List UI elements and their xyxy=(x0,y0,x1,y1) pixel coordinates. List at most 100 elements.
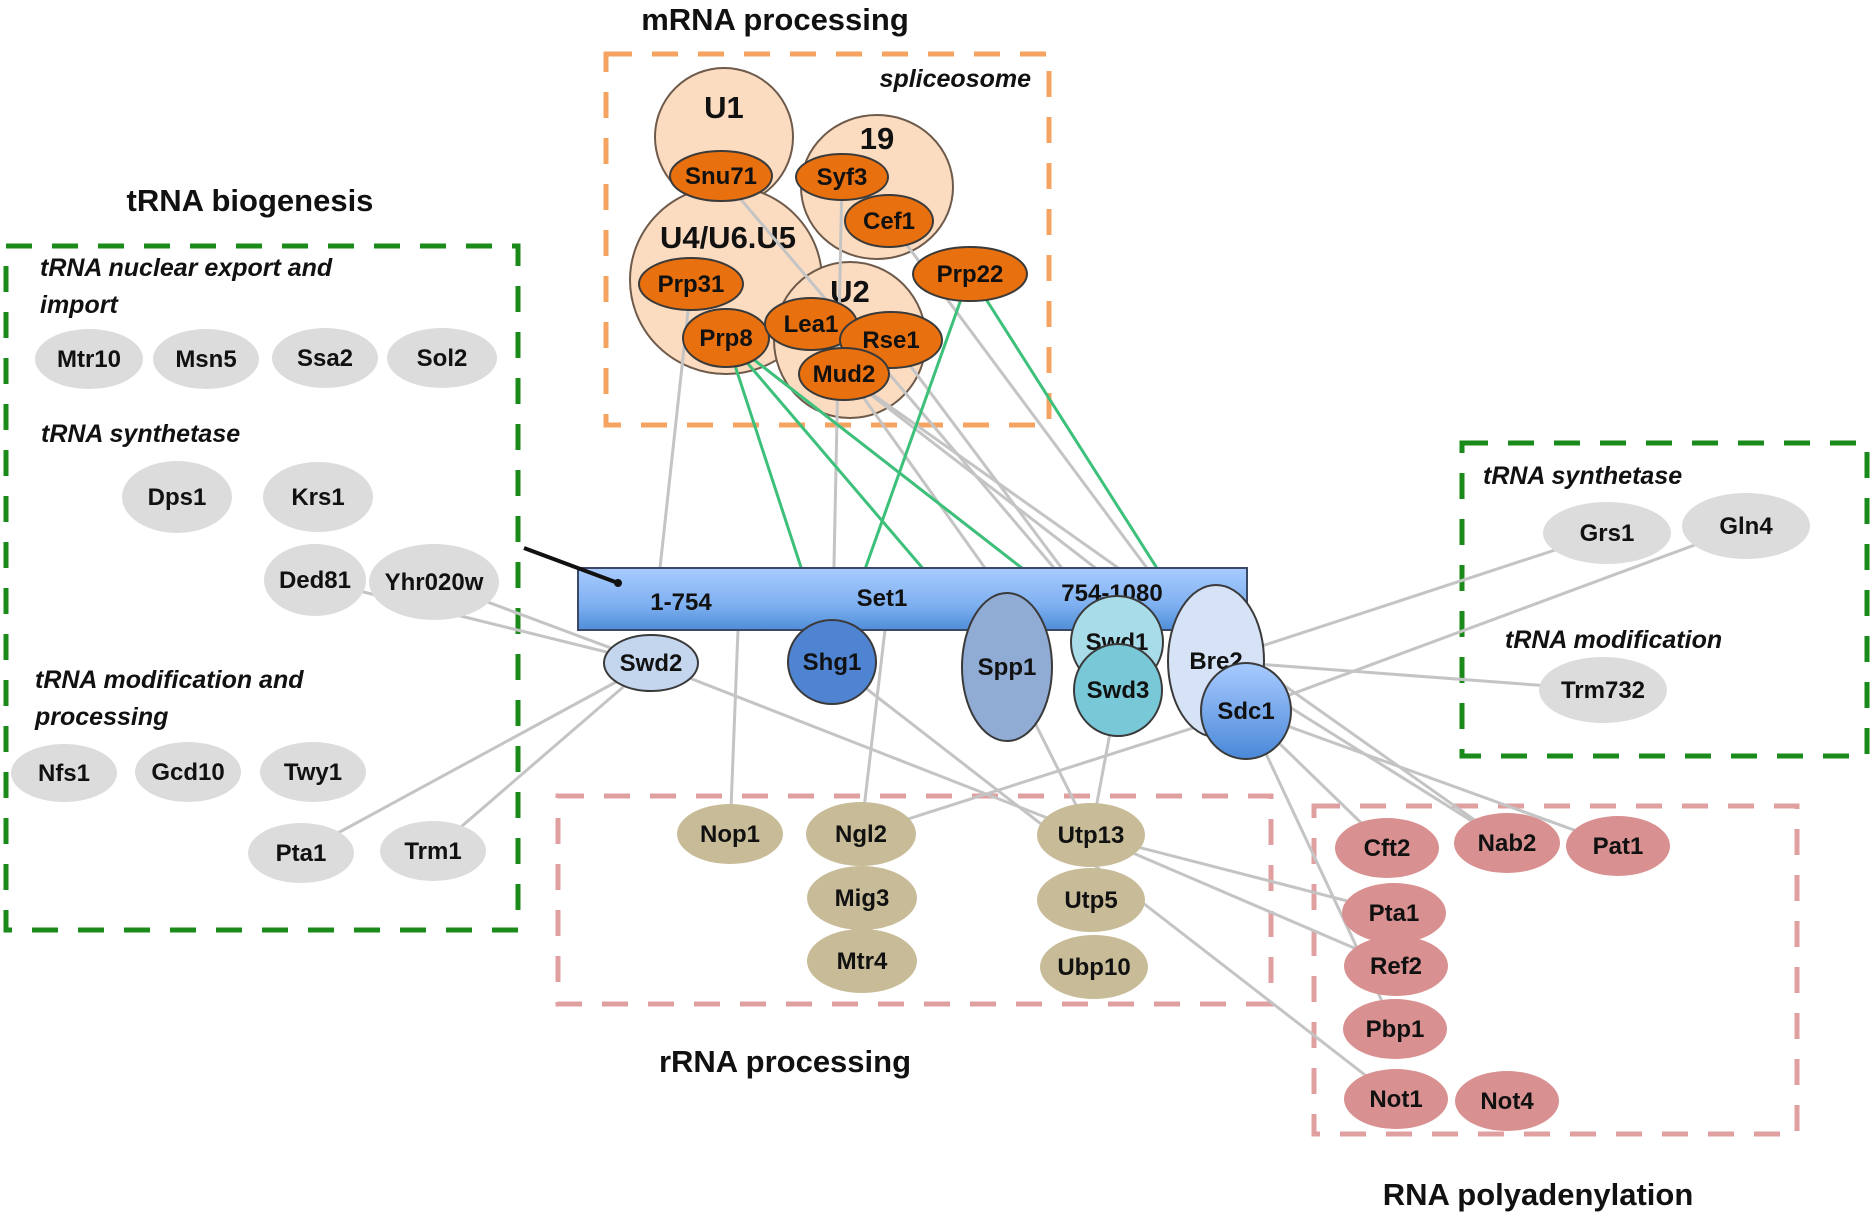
node-prp22-shape[interactable] xyxy=(912,246,1028,302)
node-pta1b-shape[interactable] xyxy=(1342,883,1446,943)
node-nop1-shape[interactable] xyxy=(677,804,783,864)
node-trm1-shape[interactable] xyxy=(380,821,486,881)
node-sdc1-shape[interactable] xyxy=(1200,662,1292,760)
node-spp1-shape[interactable] xyxy=(961,592,1053,742)
node-mig3[interactable]: Mig3 xyxy=(807,866,917,930)
node-dps1[interactable]: Dps1 xyxy=(122,461,232,533)
node-sol2-shape[interactable] xyxy=(387,328,497,388)
node-nab2[interactable]: Nab2 xyxy=(1454,813,1560,873)
node-nop1[interactable]: Nop1 xyxy=(677,804,783,864)
node-cef1[interactable]: Cef1 xyxy=(844,194,934,248)
trna-modification-label-line2: processing xyxy=(34,703,168,731)
node-twy1-shape[interactable] xyxy=(260,742,366,802)
node-not1[interactable]: Not1 xyxy=(1344,1069,1448,1129)
node-pta1a[interactable]: Pta1 xyxy=(248,823,354,883)
node-nfs1[interactable]: Nfs1 xyxy=(11,744,117,802)
node-msn5[interactable]: Msn5 xyxy=(153,329,259,389)
node-cft2[interactable]: Cft2 xyxy=(1335,818,1439,878)
node-snu71[interactable]: Snu71 xyxy=(669,150,773,202)
node-trm732-shape[interactable] xyxy=(1539,657,1667,723)
node-gcd10-shape[interactable] xyxy=(135,742,241,802)
node-ngl2-shape[interactable] xyxy=(806,802,916,866)
node-mud2-shape[interactable] xyxy=(798,347,890,401)
node-utp5[interactable]: Utp5 xyxy=(1037,868,1145,932)
trna-modification-right-label: tRNA modification xyxy=(1505,626,1722,654)
node-pbp1-shape[interactable] xyxy=(1343,999,1447,1059)
node-prp8[interactable]: Prp8 xyxy=(682,308,770,368)
node-snu71-shape[interactable] xyxy=(669,150,773,202)
node-mtr10[interactable]: Mtr10 xyxy=(35,329,143,389)
set1-pointer-dot xyxy=(614,579,622,587)
node-not1-shape[interactable] xyxy=(1344,1069,1448,1129)
node-swd3[interactable]: Swd3 xyxy=(1073,643,1163,737)
node-grs1[interactable]: Grs1 xyxy=(1543,502,1671,564)
node-lea1[interactable]: Lea1 xyxy=(764,297,858,351)
node-nab2-shape[interactable] xyxy=(1454,813,1560,873)
node-twy1[interactable]: Twy1 xyxy=(260,742,366,802)
node-cef1-shape[interactable] xyxy=(844,194,934,248)
node-mtr4-shape[interactable] xyxy=(807,929,917,993)
node-spp1[interactable]: Spp1 xyxy=(961,592,1053,742)
node-syf3-shape[interactable] xyxy=(795,153,889,201)
node-mtr10-shape[interactable] xyxy=(35,329,143,389)
node-sol2-label: Sol2 xyxy=(417,345,468,372)
node-pat1-shape[interactable] xyxy=(1566,816,1670,876)
node-not4-shape[interactable] xyxy=(1455,1071,1559,1131)
edge-ngl2-sdc1 xyxy=(860,709,1247,836)
node-gcd10[interactable]: Gcd10 xyxy=(135,742,241,802)
node-swd2[interactable]: Swd2 xyxy=(603,634,699,692)
node-ngl2[interactable]: Ngl2 xyxy=(806,802,916,866)
node-sol2[interactable]: Sol2 xyxy=(387,328,497,388)
node-swd3-shape[interactable] xyxy=(1073,643,1163,737)
node-utp5-shape[interactable] xyxy=(1037,868,1145,932)
node-gln4-shape[interactable] xyxy=(1682,493,1810,559)
node-nfs1-shape[interactable] xyxy=(11,744,117,802)
node-syf3[interactable]: Syf3 xyxy=(795,153,889,201)
node-ref2[interactable]: Ref2 xyxy=(1344,936,1448,996)
node-ssa2-label: Ssa2 xyxy=(297,345,353,372)
node-prp31-shape[interactable] xyxy=(638,257,744,311)
node-ubp10-shape[interactable] xyxy=(1040,935,1148,999)
node-pat1[interactable]: Pat1 xyxy=(1566,816,1670,876)
node-trm732[interactable]: Trm732 xyxy=(1539,657,1667,723)
node-sdc1-label: Sdc1 xyxy=(1217,698,1274,725)
node-sdc1[interactable]: Sdc1 xyxy=(1200,662,1292,760)
node-yhr020w[interactable]: Yhr020w xyxy=(369,544,499,620)
node-pta1b[interactable]: Pta1 xyxy=(1342,883,1446,943)
node-ssa2-shape[interactable] xyxy=(272,328,378,388)
node-mtr4[interactable]: Mtr4 xyxy=(807,929,917,993)
node-yhr020w-shape[interactable] xyxy=(369,544,499,620)
node-grs1-shape[interactable] xyxy=(1543,502,1671,564)
node-not4[interactable]: Not4 xyxy=(1455,1071,1559,1131)
node-utp13[interactable]: Utp13 xyxy=(1037,803,1145,867)
edge-trm732-bre2 xyxy=(1215,659,1604,692)
node-swd3-label: Swd3 xyxy=(1087,677,1150,704)
node-trm1[interactable]: Trm1 xyxy=(380,821,486,881)
edge-ngl2-set1m xyxy=(859,629,887,835)
node-cft2-shape[interactable] xyxy=(1335,818,1439,878)
node-msn5-shape[interactable] xyxy=(153,329,259,389)
node-dps1-shape[interactable] xyxy=(122,461,232,533)
node-ubp10[interactable]: Ubp10 xyxy=(1040,935,1148,999)
node-mig3-shape[interactable] xyxy=(807,866,917,930)
node-pbp1[interactable]: Pbp1 xyxy=(1343,999,1447,1059)
node-utp13-label: Utp13 xyxy=(1058,822,1125,849)
node-shg1-shape[interactable] xyxy=(787,619,877,705)
node-shg1[interactable]: Shg1 xyxy=(787,619,877,705)
node-prp31[interactable]: Prp31 xyxy=(638,257,744,311)
node-gln4[interactable]: Gln4 xyxy=(1682,493,1810,559)
node-ded81[interactable]: Ded81 xyxy=(264,544,366,616)
node-ssa2[interactable]: Ssa2 xyxy=(272,328,378,388)
node-ded81-shape[interactable] xyxy=(264,544,366,616)
node-pbp1-label: Pbp1 xyxy=(1366,1016,1425,1043)
node-utp13-shape[interactable] xyxy=(1037,803,1145,867)
node-prp8-shape[interactable] xyxy=(682,308,770,368)
node-mud2[interactable]: Mud2 xyxy=(798,347,890,401)
node-pta1a-shape[interactable] xyxy=(248,823,354,883)
node-krs1[interactable]: Krs1 xyxy=(263,462,373,532)
node-prp22[interactable]: Prp22 xyxy=(912,246,1028,302)
node-krs1-shape[interactable] xyxy=(263,462,373,532)
node-swd2-shape[interactable] xyxy=(603,634,699,692)
node-ref2-shape[interactable] xyxy=(1344,936,1448,996)
